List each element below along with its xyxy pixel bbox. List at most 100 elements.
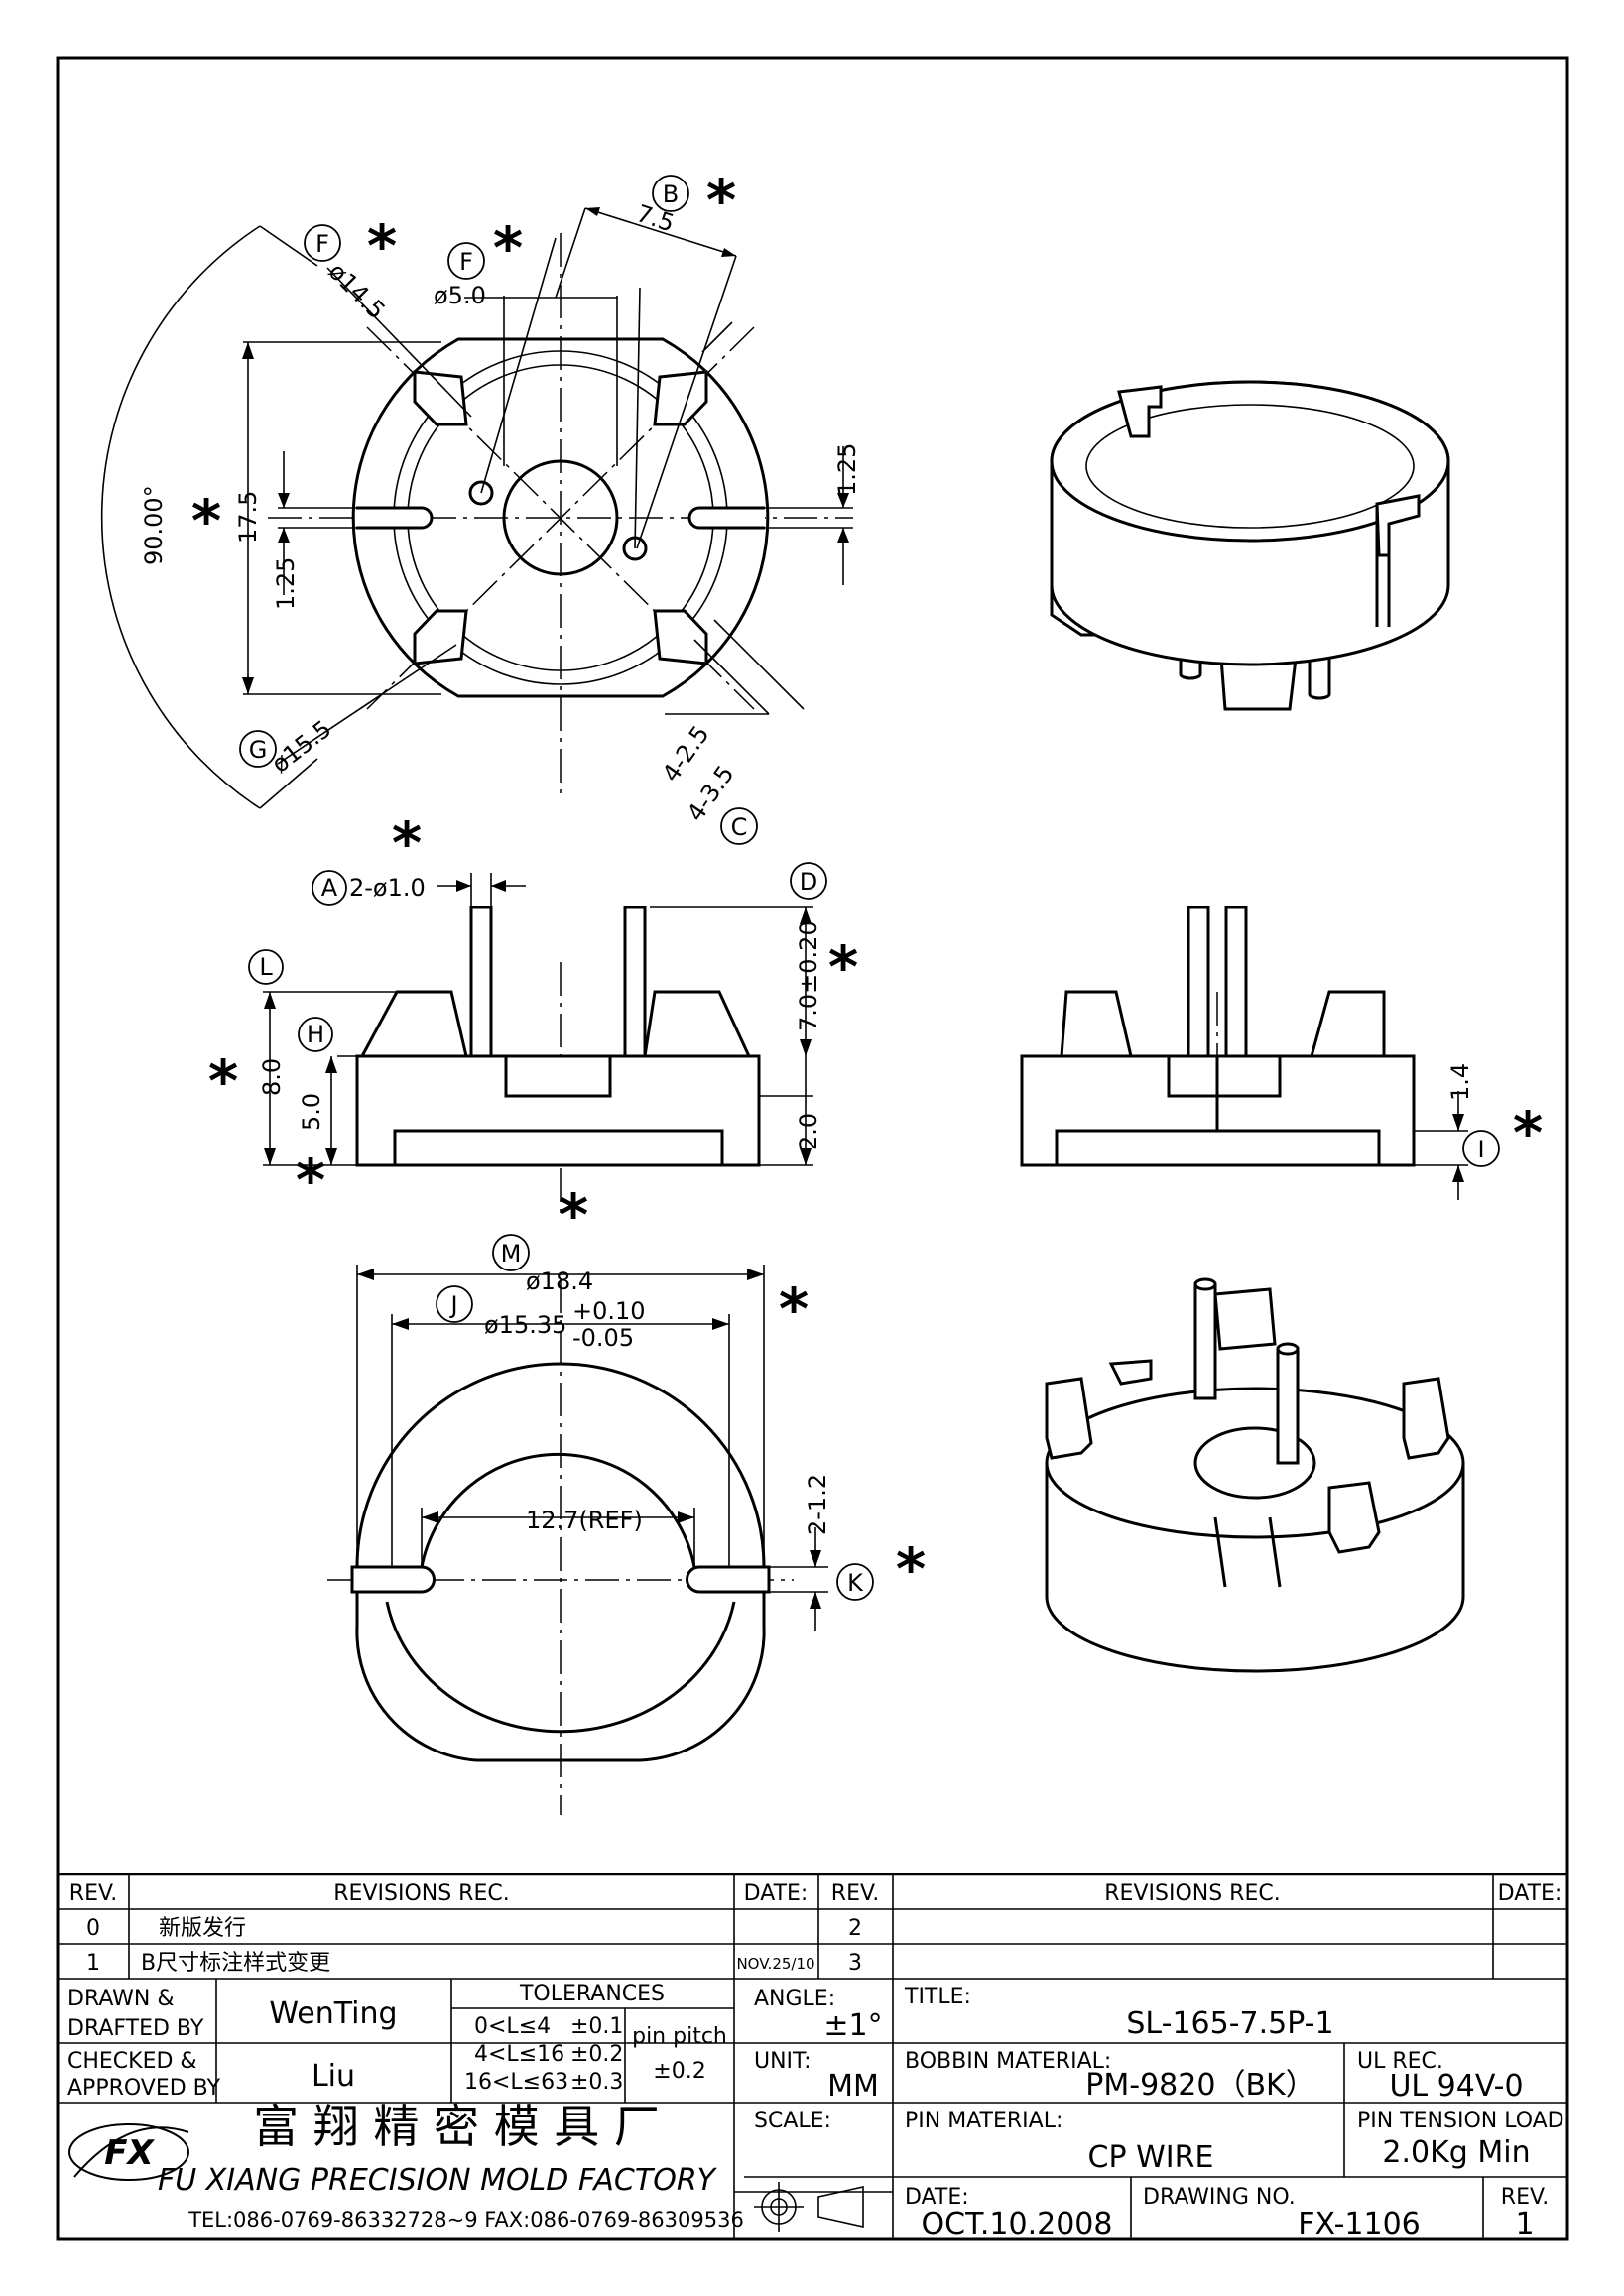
critical-mark: *: [896, 1535, 926, 1603]
critical-mark: *: [392, 809, 422, 877]
company-name-en: FU XIANG PRECISION MOLD FACTORY: [158, 2163, 718, 2198]
dim-1-25-right: 1.25: [833, 443, 861, 496]
isometric-top-view: [1050, 380, 1450, 711]
top-view: [100, 207, 853, 809]
dim-dia-5-0: ø5.0: [434, 282, 486, 309]
bottom-view-annotations: M ø18.4 J ø15.35 +0.10 -0.05 * 12.7(REF)…: [436, 1234, 926, 1603]
tolerance-range: 4<L≤16: [474, 2042, 564, 2067]
critical-mark: *: [493, 214, 523, 282]
dim-tol-minus: -0.05: [572, 1324, 634, 1352]
rev-value: 1: [1515, 2207, 1534, 2241]
approved-label: APPROVED BY: [67, 2076, 221, 2101]
callout-m: M: [501, 1240, 522, 1268]
pin-tension-value: 2.0Kg Min: [1382, 2135, 1530, 2170]
bottom-view: [327, 1265, 828, 1815]
critical-mark: *: [296, 1147, 325, 1214]
critical-mark: *: [208, 1047, 238, 1115]
side-view: [263, 873, 813, 1215]
company-name-cn: 富 翔 精 密 模 具 厂: [253, 2100, 660, 2153]
callout-k: K: [847, 1569, 864, 1597]
drafted-label: DRAFTED BY: [67, 2016, 204, 2041]
rev-header: REV.: [69, 1881, 117, 1906]
side-view-annotations: * A 2-ø1.0 D * 7.0±0.20 2.0 L H * 8.0 5.…: [208, 809, 858, 1249]
angle-label: ANGLE:: [754, 1987, 835, 2011]
unit-value: MM: [827, 2069, 879, 2104]
tolerance-value: ±0.1: [570, 2014, 623, 2039]
dim-pin-dia: 2-ø1.0: [349, 874, 426, 902]
critical-mark: *: [559, 1181, 588, 1249]
dim-1-25-left: 1.25: [272, 557, 300, 610]
title-value: SL-165-7.5P-1: [1126, 2006, 1333, 2041]
callout-h: H: [307, 1021, 324, 1048]
bobbin-material-label: BOBBIN MATERIAL:: [905, 2049, 1111, 2074]
dim-h-8-0: 8.0: [258, 1058, 286, 1096]
pin-tension-label: PIN TENSION LOAD:: [1357, 2109, 1571, 2133]
ul-rec-value: UL 94V-0: [1389, 2069, 1523, 2104]
company-logo: FX: [68, 2123, 189, 2181]
front-view-annotations: 1.4 I *: [1446, 1063, 1543, 1167]
callout-l: L: [259, 953, 273, 981]
dim-dia-15-35: ø15.35: [484, 1311, 566, 1339]
revision-desc: B尺寸标注样式变更: [141, 1951, 330, 1976]
checked-by: Liu: [312, 2059, 355, 2094]
tolerances-header: TOLERANCES: [519, 1982, 665, 2006]
dim-h-5-0: 5.0: [298, 1093, 325, 1131]
critical-mark: *: [828, 933, 858, 1001]
callout-f1: F: [315, 230, 329, 258]
revisions-header: REVISIONS REC.: [1104, 1881, 1280, 1906]
callout-g: G: [249, 736, 268, 764]
rev-label: REV.: [1501, 2185, 1549, 2210]
top-view-annotations: F * ø14.5 F * ø5.0 B * 7.5 90.00° * 17.5…: [140, 167, 861, 845]
callout-i: I: [1477, 1136, 1484, 1163]
company-contact: TEL:086-0769-86332728~9 FAX:086-0769-863…: [187, 2208, 744, 2232]
rev-header: REV.: [831, 1881, 879, 1906]
revision-rev: 3: [848, 1951, 862, 1976]
revisions-header: REVISIONS REC.: [333, 1881, 509, 1906]
dim-gap-2-1-2: 2-1.2: [804, 1474, 831, 1535]
drawing-no-label: DRAWING NO.: [1143, 2185, 1296, 2210]
unit-label: UNIT:: [754, 2049, 811, 2074]
tolerance-value: ±0.2: [570, 2042, 623, 2067]
date-label: DATE:: [905, 2185, 969, 2210]
pin-pitch-label: pin pitch: [632, 2024, 727, 2049]
isometric-bottom-view: [1045, 1277, 1465, 1673]
critical-mark: *: [706, 167, 736, 234]
callout-b: B: [663, 181, 679, 208]
revision-rev: 1: [86, 1951, 100, 1976]
dim-dia-18-4: ø18.4: [526, 1268, 593, 1295]
critical-mark: *: [191, 487, 221, 554]
tolerance-range: 16<L≤63: [464, 2070, 568, 2095]
pin-material-value: CP WIRE: [1088, 2140, 1214, 2175]
callout-d: D: [800, 868, 817, 896]
ul-rec-label: UL REC.: [1357, 2049, 1443, 2074]
front-view: [1020, 906, 1468, 1200]
revision-rev: 2: [848, 1916, 862, 1941]
drawn-label: DRAWN &: [67, 1987, 175, 2011]
dim-pin-length: 7.0±0.20: [795, 920, 822, 1031]
date-header: DATE:: [1498, 1881, 1562, 1906]
dim-h-2-0: 2.0: [795, 1113, 822, 1150]
revision-date: NOV.25/10: [736, 1955, 814, 1973]
callout-f2: F: [459, 248, 473, 276]
checked-label: CHECKED &: [67, 2049, 197, 2074]
callout-c: C: [731, 813, 748, 841]
dim-h-1-4: 1.4: [1446, 1063, 1474, 1101]
critical-mark: *: [1513, 1099, 1543, 1166]
dim-dia-15-5: ø15.5: [266, 715, 336, 779]
pin-pitch-tol: ±0.2: [653, 2059, 705, 2084]
pin-material-label: PIN MATERIAL:: [905, 2109, 1062, 2133]
callout-a: A: [321, 874, 338, 902]
angle-value: ±1°: [823, 2008, 882, 2043]
dim-angle-90: 90.00°: [140, 485, 168, 565]
tolerance-range: 0<L≤4: [474, 2014, 551, 2039]
critical-mark: *: [779, 1275, 809, 1343]
critical-mark: *: [367, 212, 397, 280]
revision-rev: 0: [86, 1916, 100, 1941]
title-block: REV. REVISIONS REC. DATE: REV. REVISIONS…: [56, 1873, 1571, 2241]
dim-ref-12-7: 12.7(REF): [526, 1507, 643, 1534]
drawing-no-value: FX-1106: [1298, 2207, 1421, 2241]
date-header: DATE:: [744, 1881, 809, 1906]
revision-desc: 新版发行: [159, 1916, 246, 1941]
bobbin-material-value: PM-9820（BK）: [1085, 2068, 1314, 2103]
